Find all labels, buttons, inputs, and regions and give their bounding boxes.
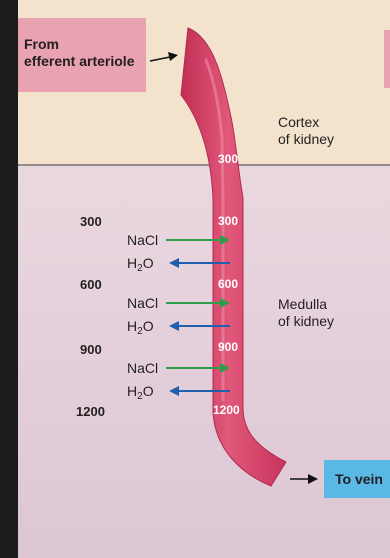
from-label: From efferent arteriole [24, 36, 134, 70]
medulla-region [18, 165, 390, 558]
h2o-o: O [143, 318, 154, 334]
cortex-label: Cortex of kidney [278, 114, 334, 148]
to-vein-label: To vein [335, 471, 383, 488]
nacl-label: NaCl [127, 295, 158, 311]
tube-value: 300 [218, 214, 238, 228]
h2o-h: H [127, 255, 137, 271]
h2o-h: H [127, 383, 137, 399]
from-label-line1: From [24, 36, 134, 53]
h2o-h: H [127, 318, 137, 334]
h2o-o: O [143, 255, 154, 271]
nacl-label: NaCl [127, 232, 158, 248]
tube-value: 600 [218, 277, 238, 291]
medulla-label-line1: Medulla [278, 296, 334, 313]
nacl-label: NaCl [127, 360, 158, 376]
h2o-label: H2O [127, 383, 154, 399]
interstitial-value: 600 [80, 277, 102, 292]
interstitial-value: 1200 [76, 404, 105, 419]
cortex-label-line2: of kidney [278, 131, 334, 148]
right-edge-box [384, 30, 390, 88]
tube-value: 300 [218, 152, 238, 166]
medulla-label-line2: of kidney [278, 313, 334, 330]
cortex-label-line1: Cortex [278, 114, 334, 131]
left-frame-bar [0, 0, 18, 558]
tube-value: 1200 [213, 403, 240, 417]
from-label-line2: efferent arteriole [24, 53, 134, 70]
h2o-label: H2O [127, 318, 154, 334]
h2o-label: H2O [127, 255, 154, 271]
medulla-label: Medulla of kidney [278, 296, 334, 330]
interstitial-value: 900 [80, 342, 102, 357]
tube-value: 900 [218, 340, 238, 354]
h2o-o: O [143, 383, 154, 399]
interstitial-value: 300 [80, 214, 102, 229]
